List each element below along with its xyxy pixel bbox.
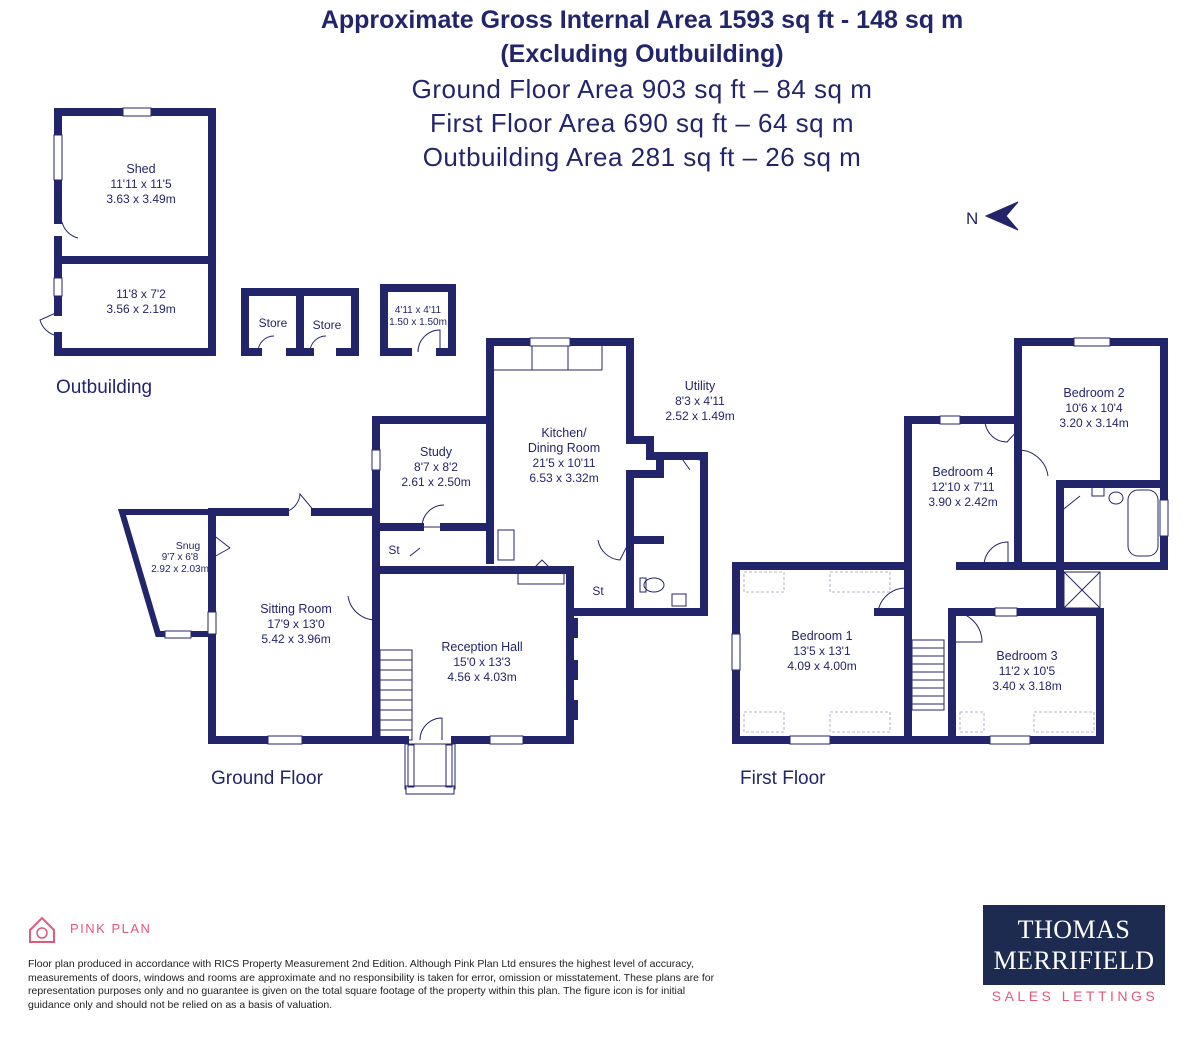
- bedroom1-name: Bedroom 1: [791, 629, 852, 643]
- shed2-imperial: 11'8 x 7'2: [116, 287, 166, 301]
- agent-name-line1: THOMAS: [1017, 915, 1131, 944]
- bedroom3-imperial: 11'2 x 10'5: [999, 664, 1056, 678]
- kitchen-metric: 6.53 x 3.32m: [529, 471, 598, 485]
- shed2-metric: 3.56 x 2.19m: [106, 302, 175, 316]
- study-name: Study: [420, 445, 453, 459]
- sitting-imperial: 17'9 x 13'0: [267, 617, 325, 631]
- bedroom2-name: Bedroom 2: [1063, 386, 1124, 400]
- store3-imperial: 4'11 x 4'11: [395, 305, 442, 316]
- utility-imperial: 8'3 x 4'11: [675, 394, 725, 408]
- area-title: Approximate Gross Internal Area 1593 sq …: [320, 6, 964, 34]
- ground-floor-label: Ground Floor: [211, 768, 324, 789]
- agent-logo: THOMAS MERRIFIELD: [983, 905, 1165, 985]
- bedroom1-metric: 4.09 x 4.00m: [787, 659, 856, 673]
- north-arrow-icon: N: [966, 201, 1019, 231]
- outbuilding: Shed 11'11 x 11'5 3.63 x 3.49m 11'8 x 7'…: [39, 107, 456, 398]
- sitting-name: Sitting Room: [260, 602, 332, 616]
- sitting-metric: 5.42 x 3.96m: [261, 632, 330, 646]
- reception-name: Reception Hall: [441, 640, 522, 654]
- agent-name-line2: MERRIFIELD: [993, 946, 1155, 975]
- bedroom3-name: Bedroom 3: [996, 649, 1057, 663]
- shed-name: Shed: [126, 162, 155, 176]
- first-floor-label: First Floor: [740, 768, 826, 789]
- st1-name: St: [388, 543, 400, 557]
- bedroom1-imperial: 13'5 x 13'1: [793, 644, 851, 658]
- pink-plan-logo-icon: [29, 916, 55, 943]
- snug-name: Snug: [176, 540, 201, 552]
- kitchen-name: Kitchen/: [541, 426, 587, 440]
- bedroom4-metric: 3.90 x 2.42m: [928, 495, 997, 509]
- st2-name: St: [592, 584, 604, 598]
- disclaimer: Floor plan produced in accordance with R…: [28, 958, 715, 1011]
- ground-floor-area: Ground Floor Area 903 sq ft – 84 sq m: [411, 74, 873, 104]
- agent-services: SALES LETTINGS: [991, 988, 1159, 1004]
- bedroom2-metric: 3.20 x 3.14m: [1059, 416, 1128, 430]
- kitchen-imperial: 21'5 x 10'11: [532, 456, 595, 470]
- first-floor: Bedroom 1 13'5 x 13'1 4.09 x 4.00m Bedro…: [731, 337, 1169, 789]
- snug-metric: 2.92 x 2.03m: [151, 564, 209, 575]
- store1-name: Store: [259, 316, 288, 330]
- bedroom4-name: Bedroom 4: [932, 465, 993, 479]
- pink-plan-brand: PINK PLAN: [70, 921, 152, 936]
- bedroom2-imperial: 10'6 x 10'4: [1065, 401, 1123, 415]
- outbuilding-label: Outbuilding: [56, 377, 152, 398]
- store2-name: Store: [313, 318, 342, 332]
- compass-label: N: [966, 209, 978, 228]
- reception-metric: 4.56 x 4.03m: [447, 670, 516, 684]
- shed-imperial: 11'11 x 11'5: [110, 177, 172, 191]
- store3-metric: 1.50 x 1.50m: [389, 317, 447, 328]
- snug-imperial: 9'7 x 6'8: [162, 552, 199, 563]
- area-subtitle: (Excluding Outbuilding): [500, 40, 784, 68]
- utility-name: Utility: [685, 379, 716, 393]
- ground-floor: St St: [117, 337, 735, 795]
- reception-imperial: 15'0 x 13'3: [453, 655, 511, 669]
- bedroom3-metric: 3.40 x 3.18m: [992, 679, 1061, 693]
- outbuilding-area: Outbuilding Area 281 sq ft – 26 sq m: [422, 142, 862, 172]
- kitchen-name2: Dining Room: [528, 441, 600, 455]
- first-floor-area: First Floor Area 690 sq ft – 64 sq m: [429, 108, 855, 138]
- study-imperial: 8'7 x 8'2: [414, 460, 458, 474]
- study-metric: 2.61 x 2.50m: [401, 475, 470, 489]
- shed-metric: 3.63 x 3.49m: [106, 192, 175, 206]
- bedroom4-imperial: 12'10 x 7'11: [931, 480, 994, 494]
- utility-metric: 2.52 x 1.49m: [665, 409, 734, 423]
